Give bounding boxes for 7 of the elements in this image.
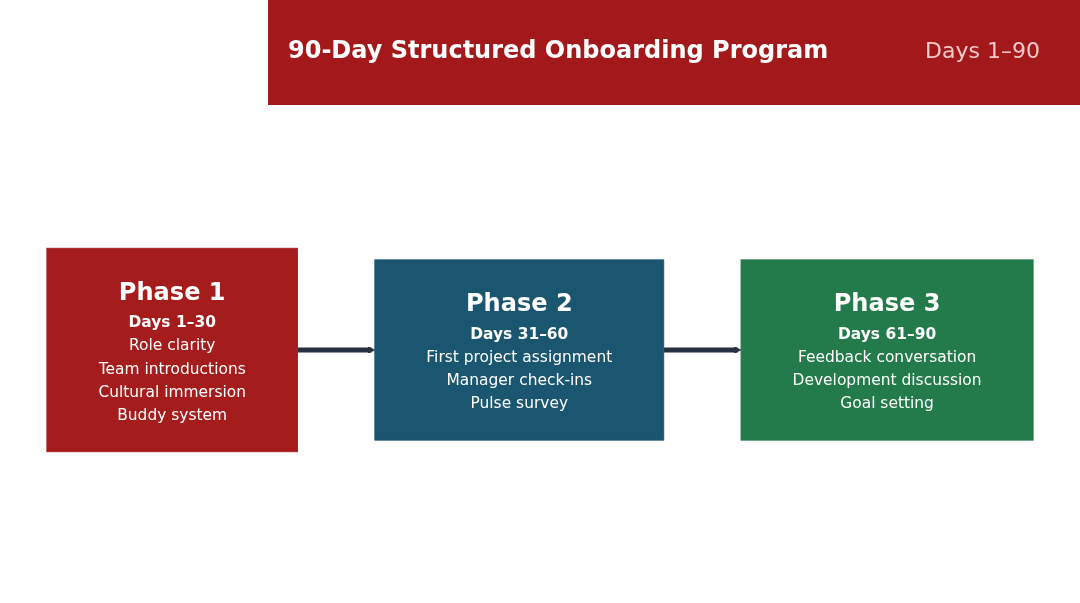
- title: 90-Day Structured Onboarding Program: [288, 36, 829, 64]
- date-range-label: Days 1–90: [925, 38, 1040, 63]
- node-box: Phase 3 Days 61–90 Feedback conversation Development discussion Goal setting: [740, 259, 1034, 441]
- arrow: [663, 346, 742, 354]
- arrow: [297, 346, 376, 354]
- node-box: Phase 1 Days 1–30 Role clarity Team introductions Cultural immersion Buddy system: [46, 247, 298, 453]
- node-box: Phase 2 Days 31–60 First project assignment Manager check-ins Pulse survey: [374, 259, 665, 441]
